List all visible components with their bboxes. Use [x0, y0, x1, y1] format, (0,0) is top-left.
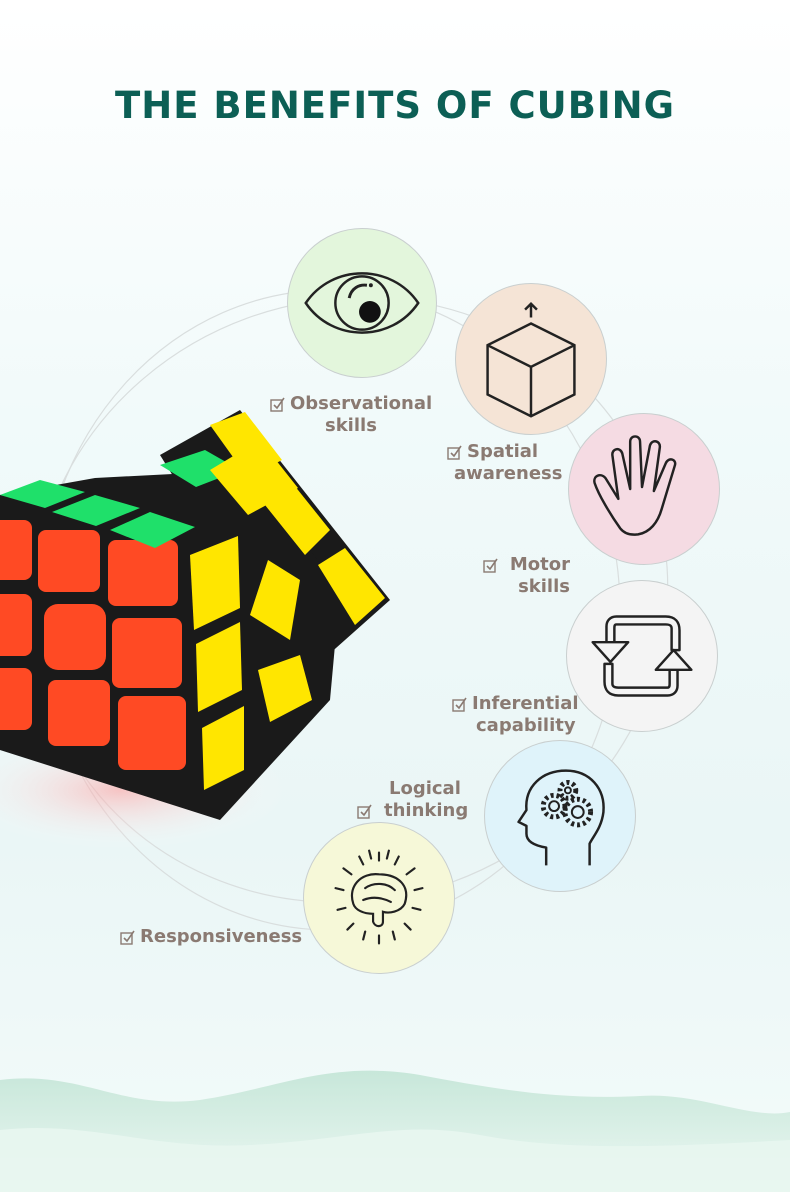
checkbox-icon	[357, 804, 372, 819]
benefit-title: Spatial	[467, 441, 539, 462]
checkbox-icon	[270, 397, 285, 412]
benefit-bubble-spatial	[455, 283, 607, 435]
label-logical: Logical thinking	[357, 778, 468, 822]
benefit-subtitle: awareness	[454, 463, 563, 484]
benefit-bubble-observational	[287, 228, 437, 378]
label-spatial: Spatial awareness	[447, 441, 562, 485]
label-observational: Observational skills	[270, 393, 432, 437]
wave-front	[0, 1127, 790, 1192]
benefit-title: Logical	[389, 778, 461, 799]
cube-outline-icon	[486, 301, 576, 418]
benefit-bubble-motor	[568, 413, 720, 565]
benefit-subtitle: capability	[476, 715, 576, 736]
checkbox-icon	[447, 445, 462, 460]
head-gears-icon	[517, 769, 605, 866]
benefit-title: Inferential	[472, 693, 579, 714]
cycle-arrows-icon	[591, 615, 693, 697]
benefit-bubble-inferential	[566, 580, 718, 732]
checkbox-icon	[120, 930, 135, 945]
label-inferential: Inferential capability	[452, 693, 579, 737]
benefit-subtitle: skills	[325, 415, 377, 436]
hand-icon	[593, 435, 677, 536]
benefit-title: Motor	[509, 554, 570, 575]
benefit-subtitle: skills	[518, 576, 570, 597]
page-title: THE BENEFITS OF CUBING	[115, 84, 675, 127]
checkbox-icon	[483, 558, 498, 573]
benefit-title: Responsiveness	[140, 926, 303, 947]
label-motor: Motor skills	[470, 554, 570, 598]
benefit-subtitle: thinking	[384, 800, 469, 821]
benefit-bubble-logical	[484, 740, 636, 892]
eye-icon	[304, 272, 420, 334]
benefit-title: Observational	[290, 393, 433, 414]
brain-icon	[334, 849, 424, 945]
rubiks-cube-image	[0, 410, 390, 820]
label-responsiveness: Responsiveness	[120, 926, 302, 948]
checkbox-icon	[452, 697, 467, 712]
benefit-bubble-responsiveness	[303, 822, 455, 974]
